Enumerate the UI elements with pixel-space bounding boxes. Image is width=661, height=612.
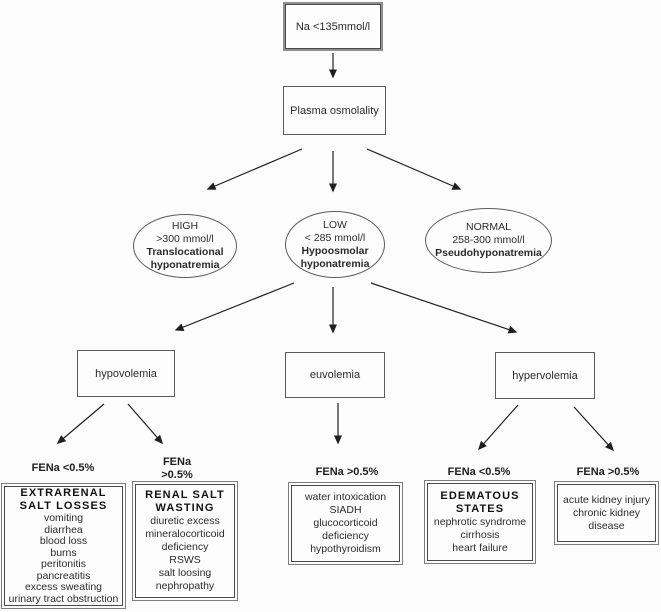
osmolality-range: >300 mmol/l (156, 233, 214, 245)
fena-label-hypovolemia-low: FENa <0.5% (31, 462, 95, 474)
node-plasma-osmolality: Plasma osmolality (283, 86, 386, 135)
leaf-edematous-states: EDEMATOUS STATES nephrotic syndrome cirr… (424, 480, 536, 564)
leaf-item: water intoxication (304, 491, 387, 503)
node-hypervolemia: hypervolemia (495, 352, 595, 399)
leaf-item: cirrhosis (460, 528, 500, 541)
diagnosis-label: Translocational hyponatremia (146, 246, 224, 271)
arrow-hypovolemia-to-fena-high (127, 403, 163, 445)
leaf-item: heart failure (452, 541, 508, 554)
arrow-low-to-hypovolemia (174, 282, 295, 331)
leaf-euvolemic-causes: water intoxication SIADH glucocorticoid … (288, 482, 403, 565)
leaf-item: urinary tract obstruction (8, 592, 119, 605)
leaf-item: hypothyroidism (310, 543, 381, 555)
arrow-low-to-hypervolemia (370, 282, 518, 334)
leaf-item: diuretic excess (150, 515, 220, 527)
diagnosis-label: Pseudohyponatremia (435, 247, 542, 259)
node-normal-pseudohyponatremia: NORMAL 258-300 mmol/l Pseudohyponatremia (425, 208, 552, 273)
leaf-item: chronic kidney disease (572, 506, 641, 532)
osmolality-level: NORMAL (466, 221, 511, 233)
leaf-extrarenal-salt-losses: EXTRARENAL SALT LOSSES vomiting diarrhea… (1, 483, 126, 609)
leaf-item: peritonitis (41, 558, 86, 570)
leaf-item: diarrhea (44, 523, 83, 536)
leaf-item: pancreatitis (36, 569, 91, 582)
node-sodium-root: Na <135mmol/l (285, 4, 381, 49)
arrow-hypervolemia-to-fena-low (478, 404, 519, 451)
node-high-translocational: HIGH >300 mmol/l Translocational hyponat… (133, 214, 237, 278)
node-euvolemia: euvolemia (285, 352, 385, 398)
arrow-plasma-to-high (206, 148, 303, 190)
leaf-title: RENAL SALT WASTING (145, 489, 225, 514)
leaf-title: EXTRARENAL SALT LOSSES (19, 487, 108, 512)
leaf-item: blood loss (39, 535, 88, 547)
arrow-plasma-to-normal (366, 148, 462, 190)
node-low-hypoosmolar: LOW < 285 mmol/l Hypoosmolar hyponatremi… (285, 211, 385, 278)
fena-label-hypervolemia-low: FENa <0.5% (447, 466, 511, 478)
arrow-hypovolemia-to-fena-low (56, 403, 105, 444)
osmolality-level: LOW (323, 218, 347, 231)
leaf-item: burns (50, 546, 77, 559)
leaf-item: glucocorticoid deficiency (313, 517, 378, 542)
osmolality-level: HIGH (171, 220, 199, 232)
arrow-hypervolemia-to-fena-high (573, 406, 615, 452)
leaf-item: mineralocorticoid deficiency (145, 528, 225, 553)
leaf-item: acute kidney injury (563, 493, 650, 506)
fena-label-hypovolemia-high: FENa >0.5% (161, 456, 193, 481)
fena-label-euvolemia-high: FENa >0.5% (315, 466, 379, 478)
diagnosis-label: Hypoosmolar hyponatremia (300, 244, 370, 270)
leaf-item: RSWS (169, 554, 201, 566)
leaf-item: excess sweating (24, 581, 103, 593)
osmolality-range: 258-300 mmol/l (452, 234, 525, 246)
leaf-item: vomiting (43, 512, 84, 524)
leaf-item: nephrotic syndrome (433, 515, 527, 528)
fena-label-hypervolemia-high: FENa >0.5% (576, 466, 640, 478)
node-hypovolemia: hypovolemia (77, 350, 175, 397)
osmolality-range: < 285 mmol/l (304, 231, 366, 244)
leaf-renal-salt-wasting: RENAL SALT WASTING diuretic excess miner… (132, 481, 238, 601)
leaf-item: salt loosing nephropathy (155, 567, 215, 592)
leaf-title: EDEMATOUS STATES (440, 489, 520, 515)
leaf-item: SIADH (329, 504, 362, 516)
leaf-kidney-injury: acute kidney injury chronic kidney disea… (554, 481, 659, 545)
